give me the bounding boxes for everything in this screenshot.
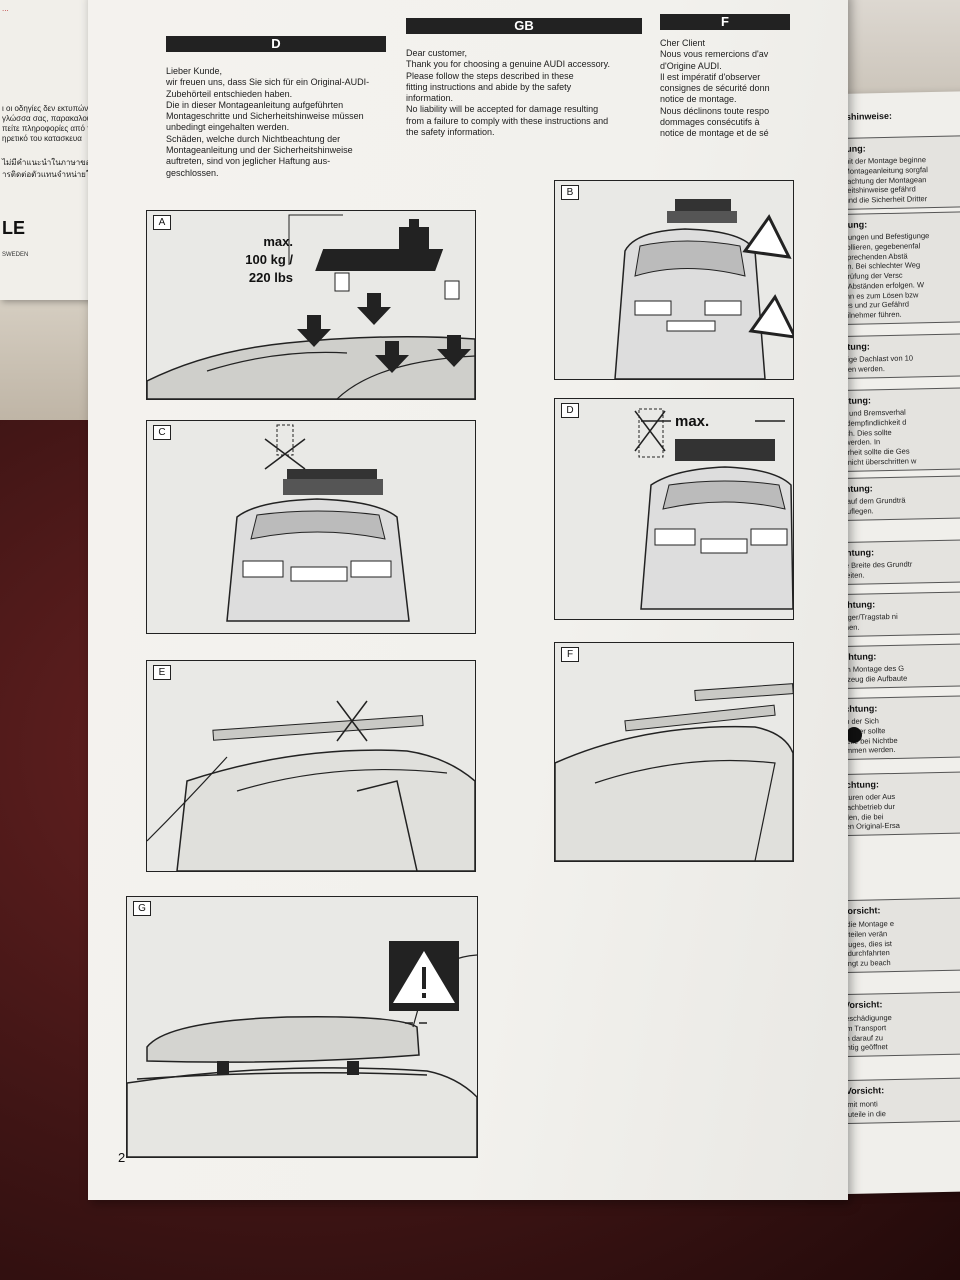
intro-text-de: Lieber Kunde, wir freuen uns, dass Sie s…	[166, 66, 386, 179]
panel-label: A	[153, 215, 171, 230]
intro-line: wir freuen uns, dass Sie sich für ein Or…	[166, 77, 370, 88]
intro-line: d'Origine AUDI.	[660, 60, 722, 71]
intro-line: Lieber Kunde,	[166, 66, 223, 76]
back-sheet-thai-line: ารติดต่อตัวแทนจำหน่ายในท้องถิ่น	[2, 170, 120, 179]
intro-line: Cher Client	[660, 38, 706, 48]
back-sheet-greek-line: ηρετικό του κατασκευα	[2, 134, 82, 143]
intro-text-fr: Cher Client Nous vous remercions d'av d'…	[660, 38, 790, 140]
intro-line: Please follow the steps described in the…	[406, 70, 574, 81]
load-kg: 100 kg /	[245, 252, 293, 267]
intro-line: Nous vous remercions d'av	[660, 49, 769, 60]
intro-line: Montageanleitung und der Sicherheitshinw…	[166, 145, 353, 156]
lang-header-de: D	[166, 36, 386, 52]
panel-f-illustration	[555, 683, 793, 861]
binder-hole	[846, 727, 862, 743]
intro-line: consignes de sécurité donn	[660, 83, 770, 94]
panel-f-bar-fitted: F	[554, 642, 794, 862]
intro-line: Il est impératif d'observer	[660, 71, 761, 82]
intro-line: the safety information.	[406, 127, 495, 138]
panel-label: E	[153, 665, 171, 680]
intro-line: from a failure to comply with these inst…	[406, 115, 609, 126]
back-sheet-thai-line: ไม่มีคำแนะนำในภาษาของคุณ	[2, 158, 108, 167]
note-title-text: Vorsicht:	[845, 1085, 885, 1097]
back-sheet-greek-line: γλώσσα σας, παρακαλού	[2, 114, 92, 123]
panel-g-illustration	[127, 941, 477, 1157]
back-sheet-top-fragment: ...	[2, 4, 9, 13]
panel-e-illustration	[147, 700, 475, 871]
panel-g-roof-box-clearance: G	[126, 896, 478, 1158]
panel-label: B	[561, 185, 579, 200]
max-label: max.	[263, 234, 293, 249]
intro-line: notice de montage.	[660, 94, 737, 105]
page-number: 2	[118, 1150, 126, 1165]
intro-line: information.	[406, 93, 454, 104]
intro-line: auftreten, sind von jeglicher Haftung au…	[166, 156, 331, 167]
intro-line: Schäden, welche durch Nichtbeachtung der	[166, 133, 341, 144]
panel-label: C	[153, 425, 171, 440]
intro-text-gb: Dear customer, Thank you for choosing a …	[406, 48, 642, 138]
intro-line: geschlossen.	[166, 167, 219, 178]
thule-logo-fragment: LE	[2, 218, 26, 238]
max-load-text: max.	[239, 233, 293, 251]
panel-e-bar-mount: E	[146, 660, 476, 872]
intro-line: dommages consécutifs à	[660, 117, 760, 128]
back-sheet-greek-line: πείτε πληροφορίες από τ	[2, 124, 91, 133]
panel-d-max-width: D max.	[554, 398, 794, 620]
panel-d-illustration	[634, 408, 793, 610]
intro-line: unbedingt eingehalten werden.	[166, 122, 290, 133]
panel-label: F	[561, 647, 579, 662]
intro-line: Zubehörteil entschieden haben.	[166, 88, 293, 99]
panel-label: G	[133, 901, 151, 916]
load-limit-text: 100 kg / 220 lbs	[157, 251, 293, 287]
instruction-page: D GB F Lieber Kunde, wir freuen uns, das…	[88, 0, 848, 1200]
intro-line: Montageschritte und Sicherheitshinweise …	[166, 111, 364, 122]
note-title-text: Vorsicht:	[843, 999, 883, 1011]
panel-a-illustration	[147, 214, 475, 399]
panel-b-warning: B	[554, 180, 794, 380]
intro-line: No liability will be accepted for damage…	[406, 104, 599, 115]
intro-line: Thank you for choosing a genuine AUDI ac…	[406, 59, 610, 70]
intro-line: fitting instructions and abide by the sa…	[406, 81, 572, 92]
intro-line: notice de montage et de sé	[660, 128, 769, 139]
panel-b-illustration	[614, 199, 793, 379]
lang-header-f: F	[660, 14, 790, 30]
lang-header-gb: GB	[406, 18, 642, 34]
panel-a-max-load: A max. 100 kg / 220 lbs	[146, 210, 476, 400]
load-lbs: 220 lbs	[248, 270, 293, 285]
back-sheet-country: SWEDEN	[2, 252, 29, 258]
panel-c-illustration	[226, 424, 410, 622]
intro-line: Die in dieser Montageanleitung aufgeführ…	[166, 99, 344, 110]
intro-line: Nous déclinons toute respo	[660, 105, 770, 116]
intro-line: Dear customer,	[406, 48, 468, 58]
panel-label: D	[561, 403, 579, 418]
max-width-label: max.	[675, 413, 710, 430]
panel-c-load-height: C	[146, 420, 476, 634]
back-sheet-greek-line: ι οι οδηγίες δεν εκτυπώνον	[2, 104, 97, 113]
